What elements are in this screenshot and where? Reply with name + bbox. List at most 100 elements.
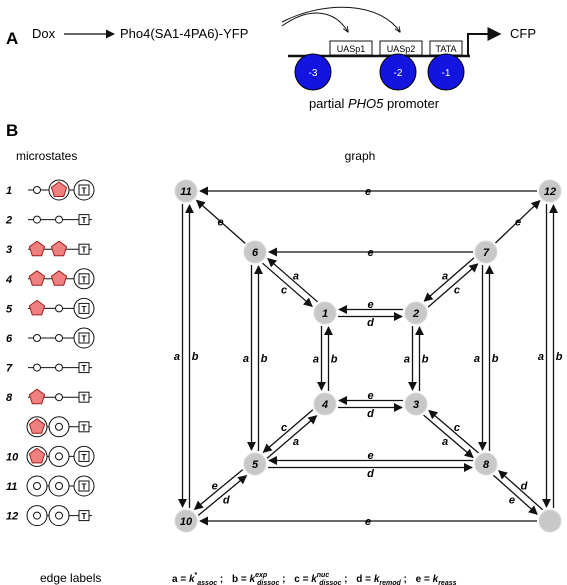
tata-glyph: T [82,453,87,462]
microstates-title: microstates [16,149,77,163]
edge-label: d [521,481,528,493]
graph-node: 7 [474,240,498,264]
edge-label: c [281,284,287,296]
edge-label: e [367,390,373,402]
graph-node: 2 [404,301,428,325]
node-label: 6 [252,247,259,259]
empty-site-icon [55,422,63,431]
transition-arrow [267,257,318,303]
edge-label: b [492,353,499,365]
activator-pentagon-icon [28,240,46,257]
edge-label: a [404,354,410,366]
tata-box-icon [78,332,90,344]
panel-b-label: B [6,121,18,140]
node-circle [174,509,198,533]
graph-node: 3 [404,392,428,416]
edge-label: b [556,351,563,363]
edge-label: a [442,271,448,283]
node-label: 4 [321,399,328,411]
graph-node: 6 [243,240,267,264]
node-circle [538,509,562,533]
microstate-number: 4 [5,274,12,286]
graph-node: 4 [313,392,337,416]
tata-glyph: T [82,512,87,521]
empty-site-icon [33,215,41,224]
panel-a-label: A [6,29,18,48]
empty-site-icon [33,511,41,520]
node-label: 7 [483,247,490,259]
activator-to-uasp2-arrow [281,6,400,32]
tata-glyph: T [82,275,87,284]
transition-arrow [427,263,479,308]
empty-site-icon [55,393,63,402]
edge-label: c [281,422,287,434]
edge-label: a [174,351,180,363]
node-circle [404,392,428,416]
activator-pentagon-icon [28,299,46,316]
edge-label: e [367,299,373,311]
node-label: 12 [544,186,556,198]
node-circle [313,301,337,325]
activator-pentagon-icon [28,270,46,286]
edge-label: b [331,354,338,366]
empty-site-icon [33,363,41,372]
edge-label: d [367,468,374,480]
node-circle [313,392,337,416]
tata-box-icon [78,480,90,492]
edge-label: b [422,354,429,366]
empty-site-icon [55,215,63,224]
tata-box-icon [78,362,90,374]
microstate-number: 12 [6,511,18,523]
tata-glyph: T [82,423,87,432]
edge-label: a [293,271,299,283]
edge-label: e [365,516,371,528]
transition-arrow [193,469,244,510]
edge-label: d [223,495,230,507]
tata-glyph: T [82,305,87,314]
transition-arrow [423,414,474,459]
edge-label: e [367,247,373,259]
graph-node: 10 [174,509,198,533]
tata-glyph: T [82,216,87,225]
edge-label: b [192,351,199,363]
graph-title: graph [345,149,376,163]
graph-node [538,509,562,533]
tata-box-icon [78,214,90,226]
edge-label: b [261,353,268,365]
transition-arrow [262,262,313,308]
tata-box-icon [78,510,90,522]
edge-label: e [509,494,515,506]
activator-pentagon-icon [28,418,46,434]
empty-site-icon [55,452,63,461]
edge-label: e [365,186,371,198]
transition-arrow [423,257,475,302]
tata-box-icon [78,273,90,285]
edge-label: e [367,450,373,462]
transition-arrow [266,415,318,459]
uasp1-label: UASp1 [337,44,366,54]
tata-glyph: T [82,187,87,196]
transition-arrow [197,475,248,516]
microstate-row: T [26,416,92,438]
edge-label: c [454,284,460,296]
activator-pentagon-icon [50,181,68,197]
tata-glyph: T [82,483,87,492]
uasp2-label: UASp2 [387,44,416,54]
edge-label: e [212,480,218,492]
nucleosome-minus1-label: -1 [442,68,451,79]
tata-box-icon [78,391,90,403]
node-label: 3 [413,399,419,411]
graph-node: 1 [313,301,337,325]
empty-site-icon [55,363,63,372]
activator-to-uasp1-arrow [281,12,348,32]
tata-glyph: T [82,246,87,255]
microstate-number: 6 [6,333,13,345]
